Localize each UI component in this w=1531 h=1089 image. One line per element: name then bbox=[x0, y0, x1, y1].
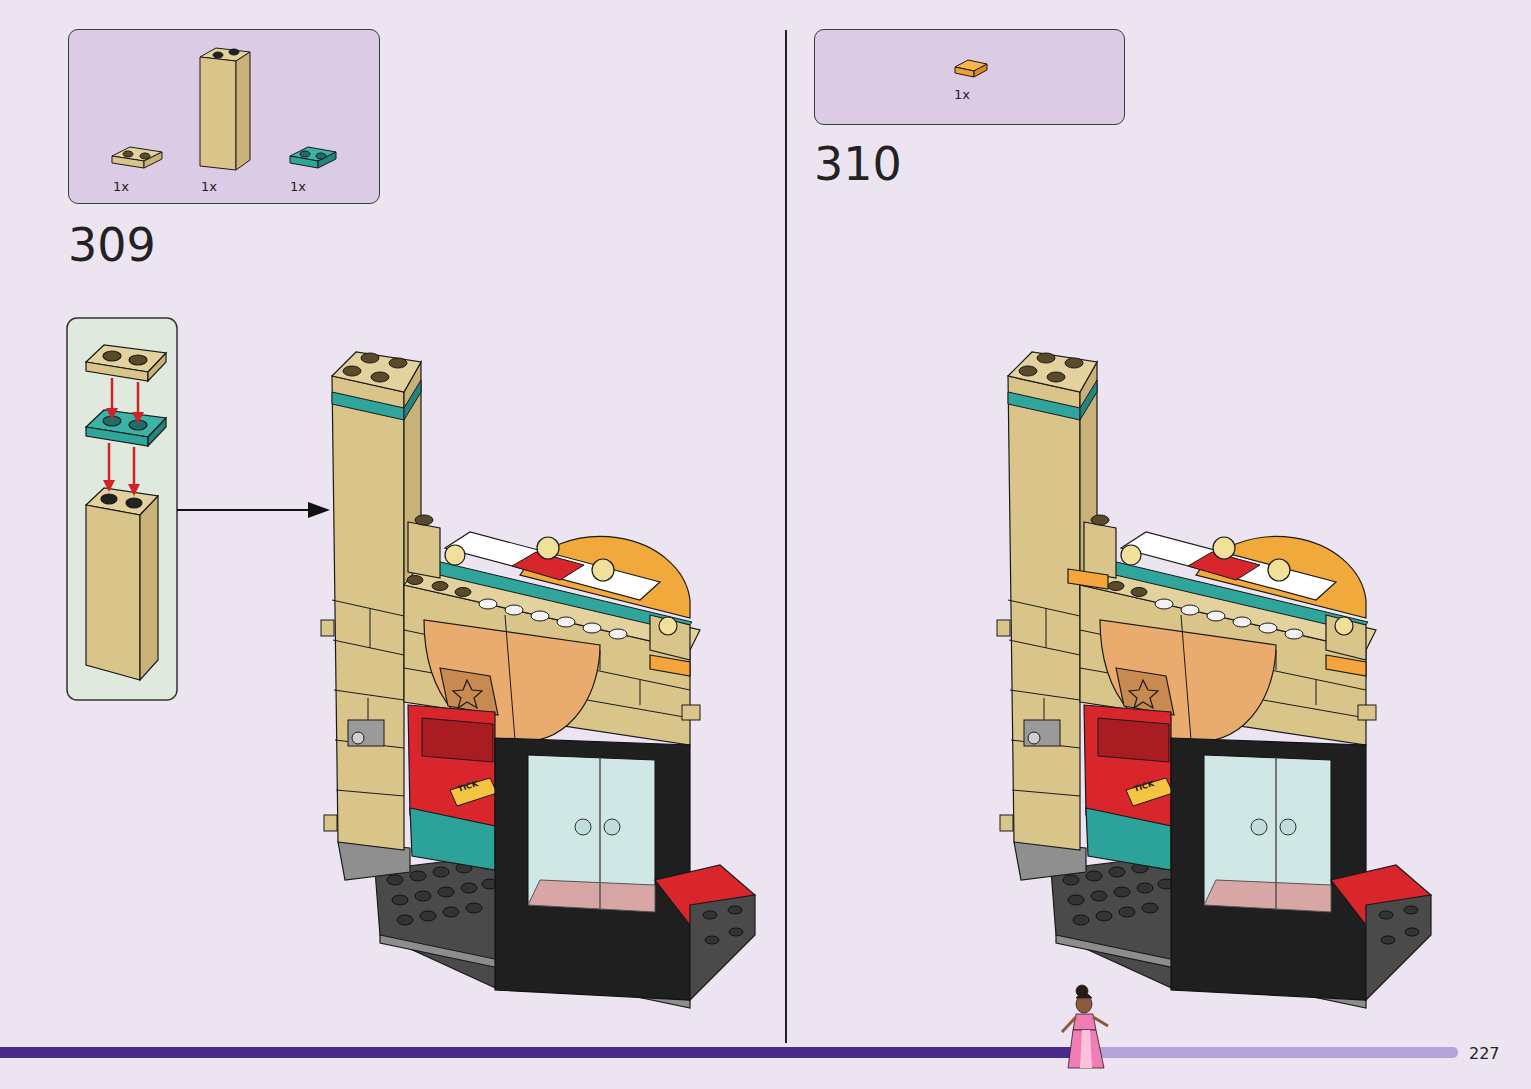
parts-list-panel: 1x 1x 1x bbox=[68, 29, 380, 204]
illustration-part bbox=[112, 156, 144, 168]
illustration-part bbox=[132, 412, 144, 424]
illustration-part bbox=[148, 353, 166, 381]
quantity-label: 1x bbox=[201, 180, 217, 193]
illustration-part bbox=[213, 52, 223, 58]
illustration-part bbox=[1062, 1017, 1076, 1032]
step-divider bbox=[785, 30, 787, 1043]
illustration-part bbox=[290, 156, 318, 168]
illustration-part bbox=[974, 64, 987, 77]
illustration-part bbox=[148, 418, 166, 446]
illustration-part bbox=[103, 351, 121, 361]
illustration-part bbox=[955, 67, 974, 77]
quantity-label: 1x bbox=[113, 180, 129, 193]
illustration-part bbox=[177, 509, 312, 511]
illustration-part bbox=[111, 378, 114, 410]
illustration-part bbox=[1073, 1014, 1096, 1030]
progress-bar-filled bbox=[0, 1047, 1085, 1058]
tile-print-text: TICK bbox=[457, 780, 479, 794]
illustration-part bbox=[140, 496, 158, 680]
model-step-309 bbox=[321, 352, 755, 1008]
tile-print-text: TICK bbox=[1133, 780, 1155, 794]
illustration-part bbox=[1080, 1030, 1092, 1068]
illustration-part bbox=[316, 153, 326, 159]
illustration-part bbox=[137, 382, 140, 414]
step-number: 309 bbox=[68, 222, 156, 268]
parts-panel-ground bbox=[68, 29, 380, 204]
illustration-part bbox=[140, 153, 150, 159]
illustration-part bbox=[103, 378, 144, 496]
illustration-part bbox=[128, 484, 140, 496]
subassembly-callout bbox=[67, 318, 330, 700]
parts-list-panel: 1x bbox=[814, 29, 1125, 125]
illustration-part bbox=[86, 505, 140, 680]
illustration-part bbox=[86, 345, 166, 680]
progress-bar-rest bbox=[1080, 1047, 1458, 1058]
illustration-part bbox=[1068, 1030, 1104, 1068]
illustration-part bbox=[229, 49, 239, 55]
new-orange-tile bbox=[1068, 569, 1108, 589]
illustration-part bbox=[129, 355, 147, 365]
step-number: 310 bbox=[814, 141, 902, 187]
illustration-part bbox=[108, 443, 111, 482]
illustration-part bbox=[308, 502, 330, 518]
illustration-part bbox=[103, 480, 115, 492]
illustration-part bbox=[126, 498, 142, 508]
illustration-part bbox=[236, 52, 250, 170]
illustration-part bbox=[123, 151, 133, 157]
illustration-part bbox=[300, 151, 310, 157]
illustration-part bbox=[1076, 993, 1092, 998]
illustration-part bbox=[1093, 1017, 1108, 1026]
quantity-label: 1x bbox=[954, 88, 970, 101]
quantity-label: 1x bbox=[290, 180, 306, 193]
parts-panel-ground bbox=[814, 29, 1125, 125]
illustration-part bbox=[67, 318, 177, 700]
illustration-part bbox=[101, 494, 117, 504]
page-number: 227 bbox=[1469, 1046, 1500, 1062]
illustration-part bbox=[106, 408, 118, 420]
model-step-310 bbox=[997, 352, 1431, 1008]
minifigure-character bbox=[1062, 985, 1108, 1068]
illustration-part bbox=[133, 447, 136, 486]
illustration-part bbox=[200, 57, 236, 170]
